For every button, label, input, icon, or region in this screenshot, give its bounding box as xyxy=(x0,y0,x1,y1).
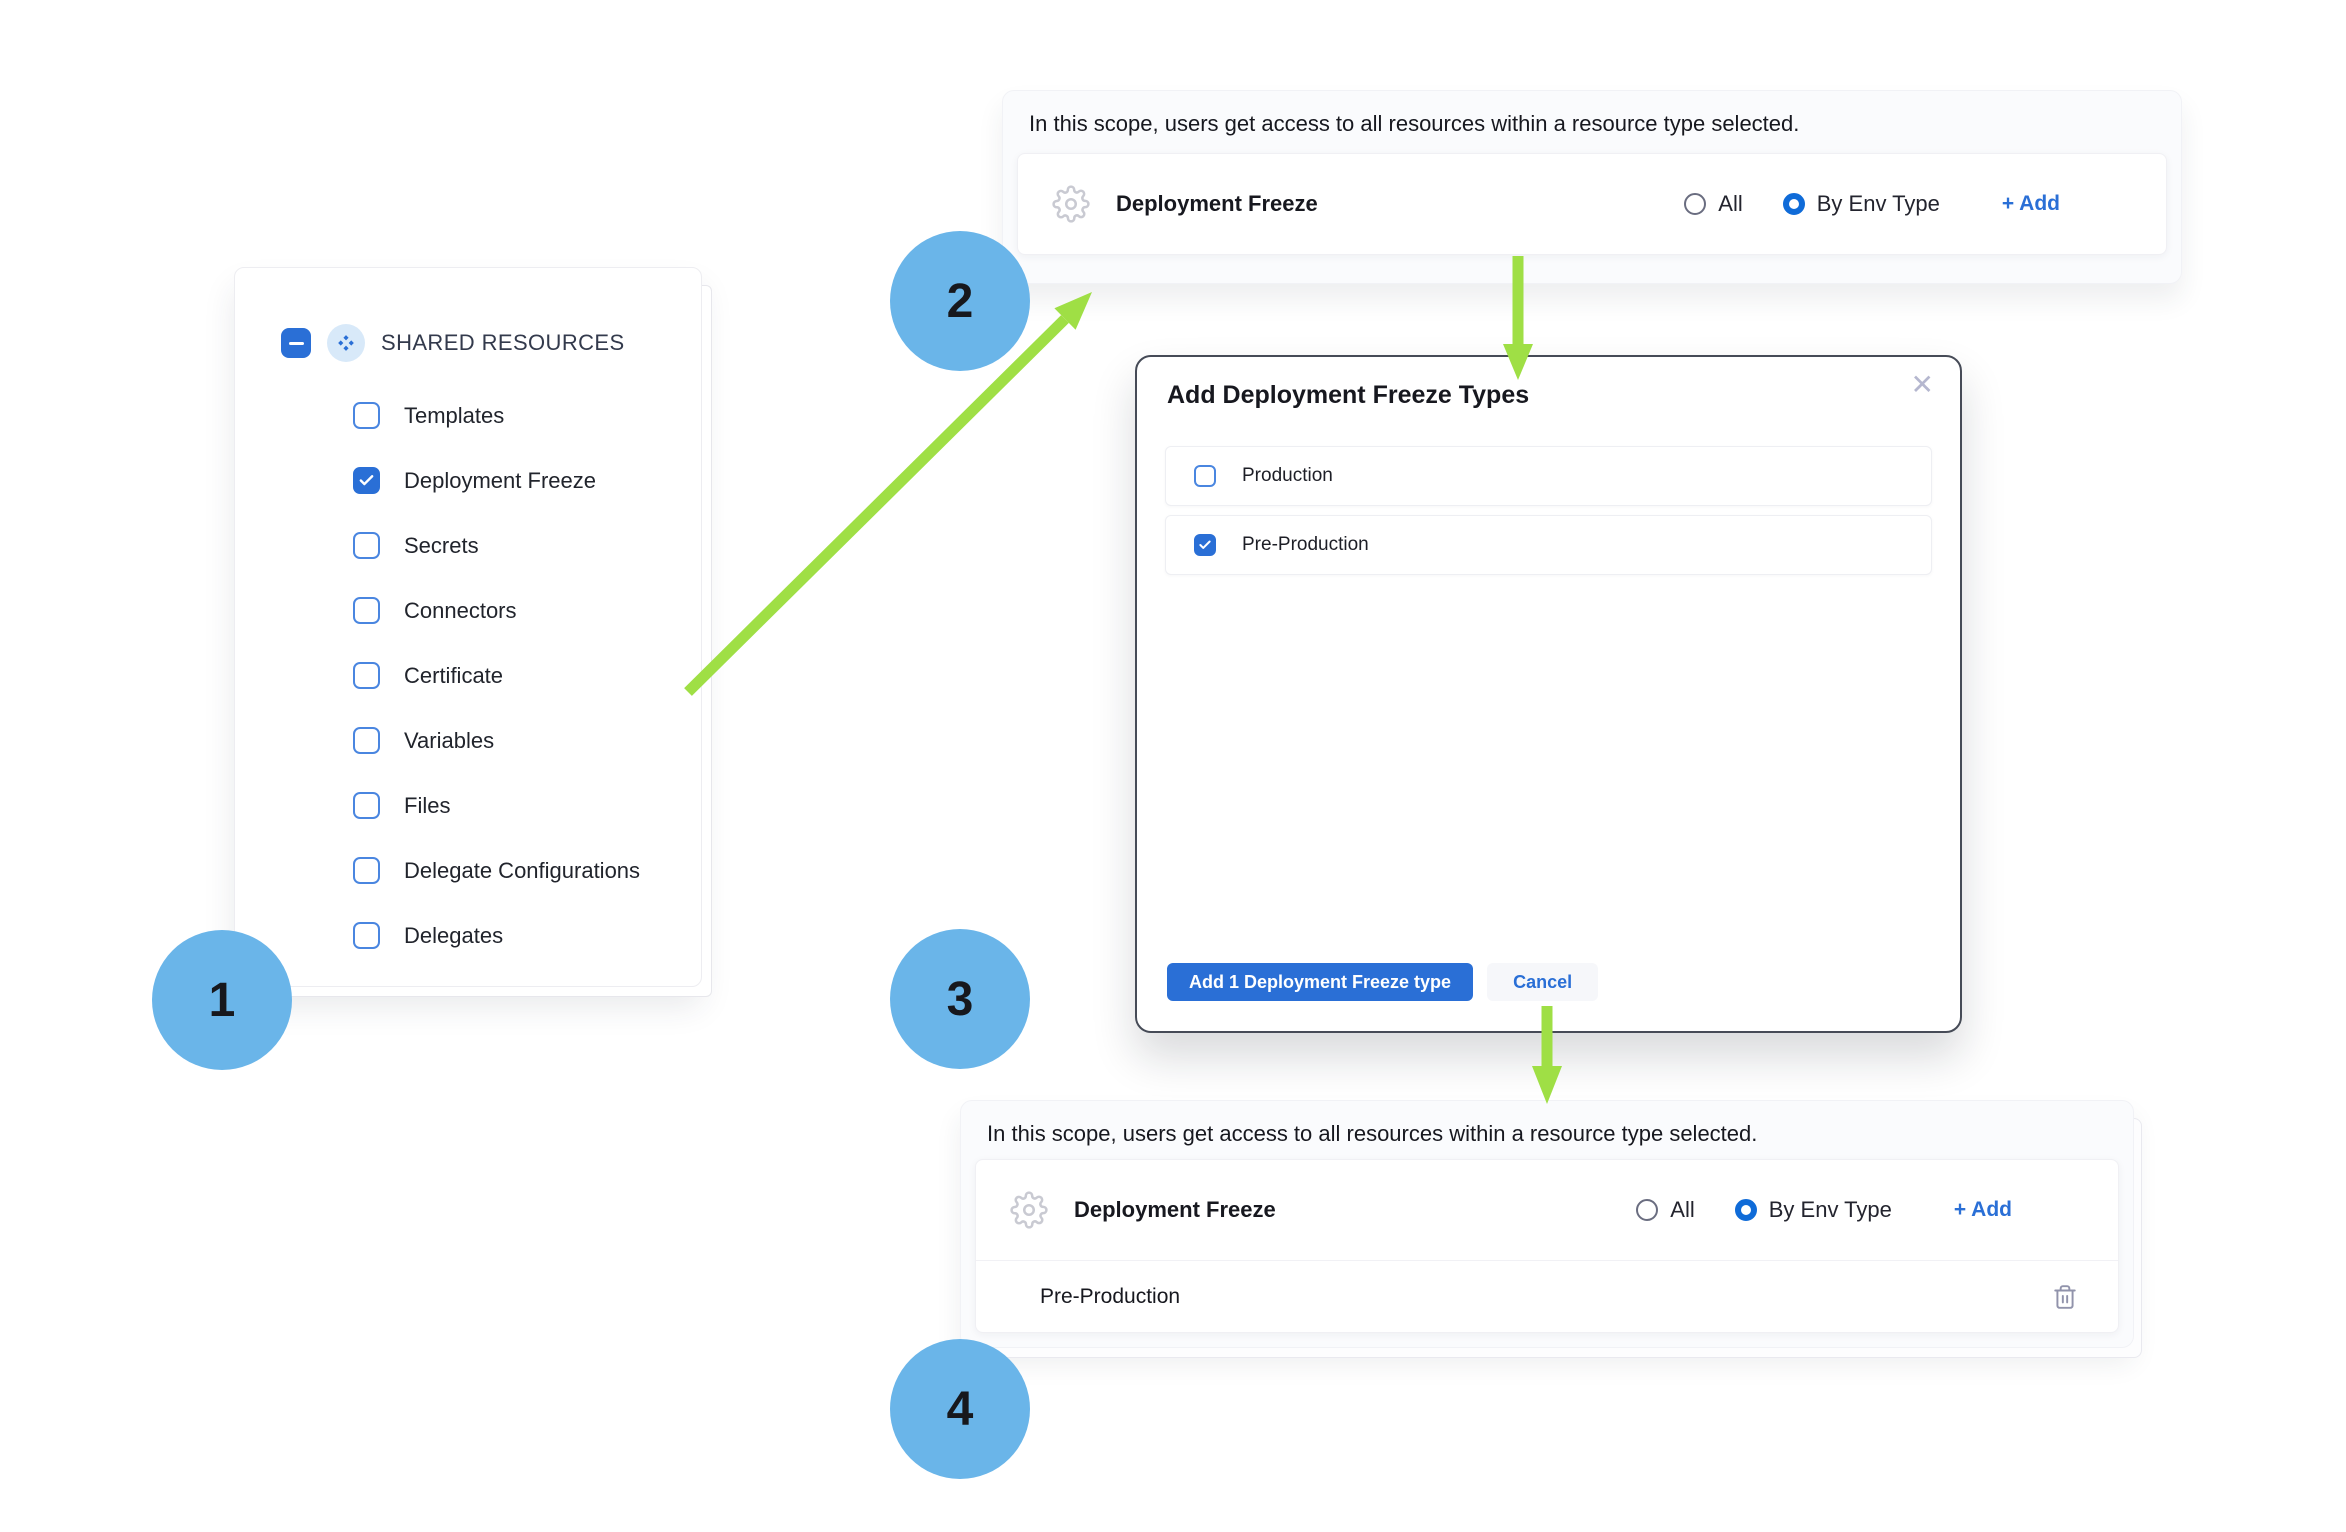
shared-resources-title: SHARED RESOURCES xyxy=(381,330,625,355)
deployment-freeze-checkbox[interactable] xyxy=(353,467,380,494)
radio-by-env-type[interactable]: By Env Type xyxy=(1734,1197,1892,1223)
radio-all-icon[interactable] xyxy=(1636,1199,1659,1221)
access-mode-radio-group: All By Env Type xyxy=(1636,1197,1892,1223)
resource-item-secrets: Secrets xyxy=(353,532,701,559)
scope-panel-top: In this scope, users get access to all r… xyxy=(1002,90,2182,284)
production-checkbox[interactable] xyxy=(1194,465,1216,487)
access-mode-radio-group: All By Env Type xyxy=(1684,191,1940,217)
radio-all-label: All xyxy=(1670,1197,1695,1222)
close-icon[interactable]: ✕ xyxy=(1910,369,1934,400)
resource-item-label: Connectors xyxy=(404,597,517,623)
trash-icon[interactable] xyxy=(2052,1284,2078,1310)
modal-actions: Add 1 Deployment Freeze type Cancel xyxy=(1167,963,1599,1001)
templates-checkbox[interactable] xyxy=(353,402,380,429)
resource-type-list: Templates Deployment Freeze Secrets Conn… xyxy=(353,402,701,949)
step-badge-4: 4 xyxy=(890,1339,1030,1479)
delegates-checkbox[interactable] xyxy=(353,922,380,949)
radio-all[interactable]: All xyxy=(1636,1197,1695,1223)
deployment-freeze-row: Deployment Freeze All By Env Type + Add xyxy=(976,1160,2118,1260)
radio-by-env-type-icon[interactable] xyxy=(1734,1199,1757,1221)
gear-icon xyxy=(1010,1191,1048,1229)
resource-item-label: Delegate Configurations xyxy=(404,857,641,883)
resource-item-connectors: Connectors xyxy=(353,597,701,624)
gear-icon xyxy=(1052,185,1090,223)
resource-item-label: Variables xyxy=(404,727,495,753)
arrow-step1-to-step2-icon xyxy=(684,292,1092,696)
resource-item-delegates: Delegates xyxy=(353,922,701,949)
radio-by-env-type-label: By Env Type xyxy=(1816,191,1940,216)
radio-by-env-type-icon[interactable] xyxy=(1782,193,1805,215)
deployment-freeze-row: Deployment Freeze All By Env Type + Add xyxy=(1017,153,2167,255)
radio-all-label: All xyxy=(1718,191,1743,216)
add-freeze-type-button[interactable]: Add 1 Deployment Freeze type xyxy=(1167,963,1474,1001)
step-badge-1: 1 xyxy=(152,930,292,1070)
resource-item-label: Files xyxy=(404,792,451,818)
add-link[interactable]: + Add xyxy=(2001,192,2060,215)
deployment-freeze-card: Deployment Freeze All By Env Type + Add … xyxy=(975,1159,2119,1333)
option-row-pre-production[interactable]: Pre-Production xyxy=(1165,515,1932,575)
resource-item-templates: Templates xyxy=(353,402,701,429)
radio-by-env-type[interactable]: By Env Type xyxy=(1782,191,1940,217)
option-label: Pre-Production xyxy=(1242,534,1369,555)
shared-resources-icon xyxy=(327,324,365,362)
shared-resources-panel: SHARED RESOURCES Templates Deployment Fr… xyxy=(234,267,702,987)
step-badge-3: 3 xyxy=(890,929,1030,1069)
resource-type-title: Deployment Freeze xyxy=(1074,1197,1276,1222)
modal-title: Add Deployment Freeze Types xyxy=(1167,381,1530,409)
resource-item-label: Secrets xyxy=(404,532,479,558)
variables-checkbox[interactable] xyxy=(353,727,380,754)
secrets-checkbox[interactable] xyxy=(353,532,380,559)
delegate-configurations-checkbox[interactable] xyxy=(353,857,380,884)
resource-item-label: Delegates xyxy=(404,922,504,948)
entry-label: Pre-Production xyxy=(1040,1285,1181,1308)
resource-item-variables: Variables xyxy=(353,727,701,754)
option-label: Production xyxy=(1242,465,1333,486)
add-link[interactable]: + Add xyxy=(1953,1198,2012,1221)
collapse-checkbox-icon[interactable] xyxy=(281,328,311,358)
scope-description: In this scope, users get access to all r… xyxy=(1029,111,1800,136)
freeze-type-entry-row: Pre-Production xyxy=(976,1260,2118,1333)
scope-description: In this scope, users get access to all r… xyxy=(987,1121,1758,1146)
resource-item-label: Templates xyxy=(404,402,505,428)
radio-all[interactable]: All xyxy=(1684,191,1743,217)
radio-all-icon[interactable] xyxy=(1684,193,1707,215)
certificate-checkbox[interactable] xyxy=(353,662,380,689)
files-checkbox[interactable] xyxy=(353,792,380,819)
freeze-type-list: Production Pre-Production xyxy=(1165,446,1932,575)
resource-item-files: Files xyxy=(353,792,701,819)
resource-item-delegate-configurations: Delegate Configurations xyxy=(353,857,701,884)
pre-production-checkbox[interactable] xyxy=(1194,534,1216,556)
resource-type-title: Deployment Freeze xyxy=(1116,191,1318,216)
add-deployment-freeze-types-modal: ✕ Add Deployment Freeze Types Production… xyxy=(1135,355,1962,1033)
resource-item-label: Deployment Freeze xyxy=(404,467,596,493)
connectors-checkbox[interactable] xyxy=(353,597,380,624)
resource-item-certificate: Certificate xyxy=(353,662,701,689)
radio-by-env-type-label: By Env Type xyxy=(1768,1197,1892,1222)
step-badge-2: 2 xyxy=(890,231,1030,371)
scope-panel-bottom: In this scope, users get access to all r… xyxy=(960,1100,2134,1348)
cancel-button[interactable]: Cancel xyxy=(1487,963,1599,1001)
shared-resources-header: SHARED RESOURCES xyxy=(235,268,701,362)
resource-item-deployment-freeze: Deployment Freeze xyxy=(353,467,701,494)
resource-item-label: Certificate xyxy=(404,662,504,688)
option-row-production[interactable]: Production xyxy=(1165,446,1932,506)
